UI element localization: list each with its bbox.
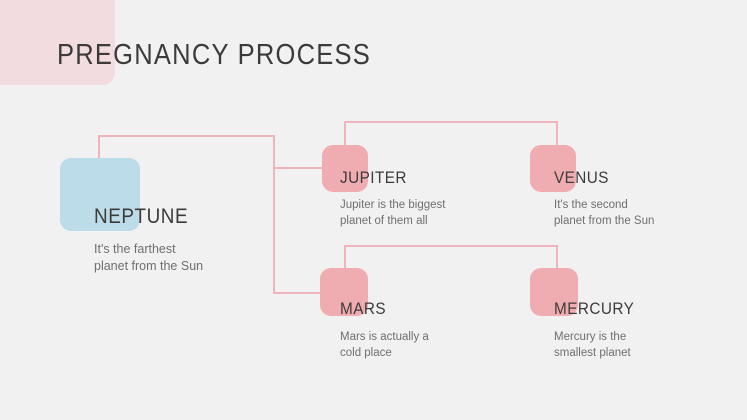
connector-jupiter-venus-bridge <box>344 121 558 147</box>
node-description-mercury: Mercury is the smallest planet <box>554 331 631 359</box>
node-title-venus: VENUS <box>554 168 609 187</box>
node-title-jupiter: JUPITER <box>340 168 407 187</box>
connector-mars-mercury-bridge <box>344 245 558 271</box>
node-box-mars[interactable] <box>320 268 368 316</box>
node-box-jupiter[interactable] <box>322 145 368 192</box>
node-box-mercury[interactable] <box>530 268 578 316</box>
node-description-venus: It's the second planet from the Sun <box>554 199 655 227</box>
decorative-corner-block <box>0 0 115 85</box>
node-description-neptune: It's the farthest planet from the Sun <box>94 242 204 273</box>
node-description-mars: Mars is actually a cold place <box>340 331 429 359</box>
node-title-mars: MARS <box>340 299 387 318</box>
node-box-venus[interactable] <box>530 145 576 192</box>
node-description-jupiter: Jupiter is the biggest planet of them al… <box>340 199 446 227</box>
page-title: PREGNANCY PROCESS <box>57 39 372 71</box>
node-title-mercury: MERCURY <box>554 299 635 318</box>
node-title-neptune: NEPTUNE <box>94 205 189 228</box>
node-box-neptune[interactable] <box>60 158 140 231</box>
